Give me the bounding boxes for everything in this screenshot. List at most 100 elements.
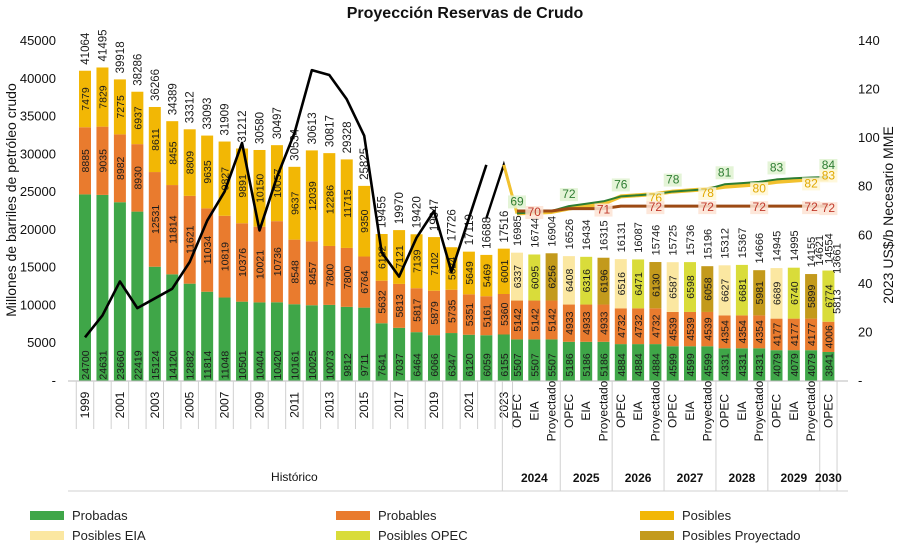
bar-probables bbox=[218, 215, 231, 298]
label-probadas: 24700 bbox=[80, 350, 92, 379]
bar-posibles-eia bbox=[562, 256, 575, 305]
bar-probadas bbox=[183, 283, 196, 381]
label-total: 30817 bbox=[324, 115, 336, 147]
x-tick-label-proj: EIA bbox=[579, 401, 593, 420]
chart-title: Proyección Reservas de Crudo bbox=[347, 5, 584, 22]
label-probadas-proj: 4884 bbox=[633, 353, 645, 377]
bar-posibles bbox=[113, 79, 126, 135]
y-axis-left: -500010000150002000025000300003500040000… bbox=[20, 33, 56, 388]
label-posibles-proj: 6058 bbox=[702, 277, 714, 301]
label-posibles: 10057 bbox=[272, 168, 284, 197]
label-posibles: 9891 bbox=[237, 174, 249, 198]
label-probadas: 23660 bbox=[115, 350, 127, 379]
label-total: 16688 bbox=[481, 217, 493, 249]
bar-posibles bbox=[410, 234, 423, 289]
bar-probables bbox=[79, 127, 91, 195]
label-total-proj: 15367 bbox=[737, 228, 749, 259]
x-tick-label-proj: OPEC bbox=[770, 394, 784, 428]
legend-swatch bbox=[336, 511, 370, 520]
bar-posibles bbox=[480, 254, 493, 297]
label-posibles-proj: 6130 bbox=[650, 273, 662, 297]
y-tick-label: - bbox=[52, 373, 56, 388]
bar-probables-proj bbox=[718, 315, 731, 349]
label-yellow-line: 82 bbox=[804, 176, 818, 190]
label-green-line: 72 bbox=[562, 187, 576, 201]
label-probables-proj: 4177 bbox=[789, 323, 801, 347]
label-total-proj: 16131 bbox=[616, 222, 628, 253]
y-tick-label: 45000 bbox=[20, 33, 56, 48]
x-tick-label-proj: OPEC bbox=[614, 394, 628, 428]
label-posibles-proj: 6681 bbox=[737, 278, 749, 302]
y-tick-label: 5000 bbox=[27, 335, 56, 350]
label-total-proj: 16526 bbox=[564, 219, 576, 250]
bar-probables-proj bbox=[753, 315, 766, 349]
x-tick-label: 2001 bbox=[113, 391, 127, 418]
bar-probables-proj bbox=[787, 318, 800, 351]
label-posibles-proj: 6516 bbox=[616, 272, 628, 296]
label-posibles: 7829 bbox=[97, 85, 109, 109]
label-total: 31212 bbox=[237, 111, 249, 143]
label-probadas-proj: 5507 bbox=[547, 353, 559, 377]
bar-probables bbox=[270, 221, 283, 303]
bar-probables-proj bbox=[580, 304, 593, 342]
label-probables-proj: 4933 bbox=[581, 311, 593, 335]
x-year-label: 2029 bbox=[780, 471, 807, 485]
label-probadas: 22419 bbox=[132, 350, 144, 379]
legend-item: Posibles OPEC bbox=[336, 528, 468, 543]
label-probadas: 10501 bbox=[237, 350, 249, 379]
label-probables: 5813 bbox=[394, 294, 406, 318]
bar-probadas bbox=[358, 307, 371, 381]
bar-posibles bbox=[166, 121, 179, 186]
y2-tick-label: 40 bbox=[858, 276, 872, 291]
bar-probadas-proj bbox=[822, 351, 835, 381]
bar-posibles bbox=[288, 166, 301, 240]
label-probables: 11034 bbox=[202, 236, 214, 265]
label-total: 19455 bbox=[377, 196, 389, 228]
label-probadas: 7037 bbox=[394, 353, 406, 377]
bar-probables-proj bbox=[701, 311, 714, 347]
label-green-line: 69 bbox=[510, 194, 524, 208]
label-extra-total: 13661 bbox=[831, 243, 843, 274]
bar-probadas bbox=[218, 297, 231, 381]
label-probadas-proj: 4599 bbox=[702, 353, 714, 377]
label-probadas-proj: 4079 bbox=[806, 353, 818, 377]
label-probables: 8548 bbox=[289, 260, 301, 284]
label-probadas-proj: 4884 bbox=[650, 353, 662, 377]
label-probables: 10819 bbox=[220, 242, 232, 271]
label-total: 29328 bbox=[342, 121, 354, 153]
label-posibles-proj: 5899 bbox=[806, 284, 818, 308]
x-tick-label: 2003 bbox=[148, 391, 162, 418]
label-probables-proj: 4933 bbox=[564, 311, 576, 335]
x-tick-label: 2023 bbox=[497, 391, 511, 418]
x-tick-label-proj: OPEC bbox=[666, 394, 680, 428]
label-green-line-bg bbox=[767, 161, 786, 175]
label-probadas: 10404 bbox=[255, 350, 267, 379]
bar-probables-proj bbox=[545, 300, 558, 340]
legend-label: Posibles OPEC bbox=[378, 528, 468, 543]
bar-probables-proj bbox=[614, 308, 627, 345]
label-probadas: 11814 bbox=[202, 351, 214, 380]
label-probables-proj: 4354 bbox=[720, 320, 732, 344]
bar-series: 2470088857479410642463190357829414952366… bbox=[79, 29, 843, 381]
label-total: 17516 bbox=[499, 211, 511, 243]
x-year-label: 2026 bbox=[625, 471, 652, 485]
label-green-line-bg bbox=[559, 188, 578, 202]
label-probables: 7800 bbox=[342, 266, 354, 290]
label-probadas-proj: 4599 bbox=[668, 353, 680, 377]
label-posibles: 5469 bbox=[481, 264, 493, 288]
label-orange-line: 72 bbox=[649, 200, 663, 214]
bar-probables-proj bbox=[805, 318, 818, 351]
y-axis-label: Millones de barriles de petróleo crudo bbox=[3, 83, 19, 317]
label-posibles-proj: 6689 bbox=[772, 282, 784, 306]
label-orange-line: 70 bbox=[528, 205, 542, 219]
label-probables: 5632 bbox=[377, 290, 389, 314]
legend-label: Posibles bbox=[682, 508, 732, 523]
label-probadas-proj: 5186 bbox=[599, 353, 611, 377]
label-total: 30613 bbox=[307, 112, 319, 144]
label-total-proj: 14945 bbox=[772, 231, 784, 262]
label-probables: 12531 bbox=[150, 205, 162, 234]
label-probadas-proj: 5507 bbox=[512, 353, 524, 377]
bar-probables bbox=[410, 288, 423, 333]
y-tick-label: 35000 bbox=[20, 109, 56, 124]
bar-posibles bbox=[270, 145, 283, 222]
